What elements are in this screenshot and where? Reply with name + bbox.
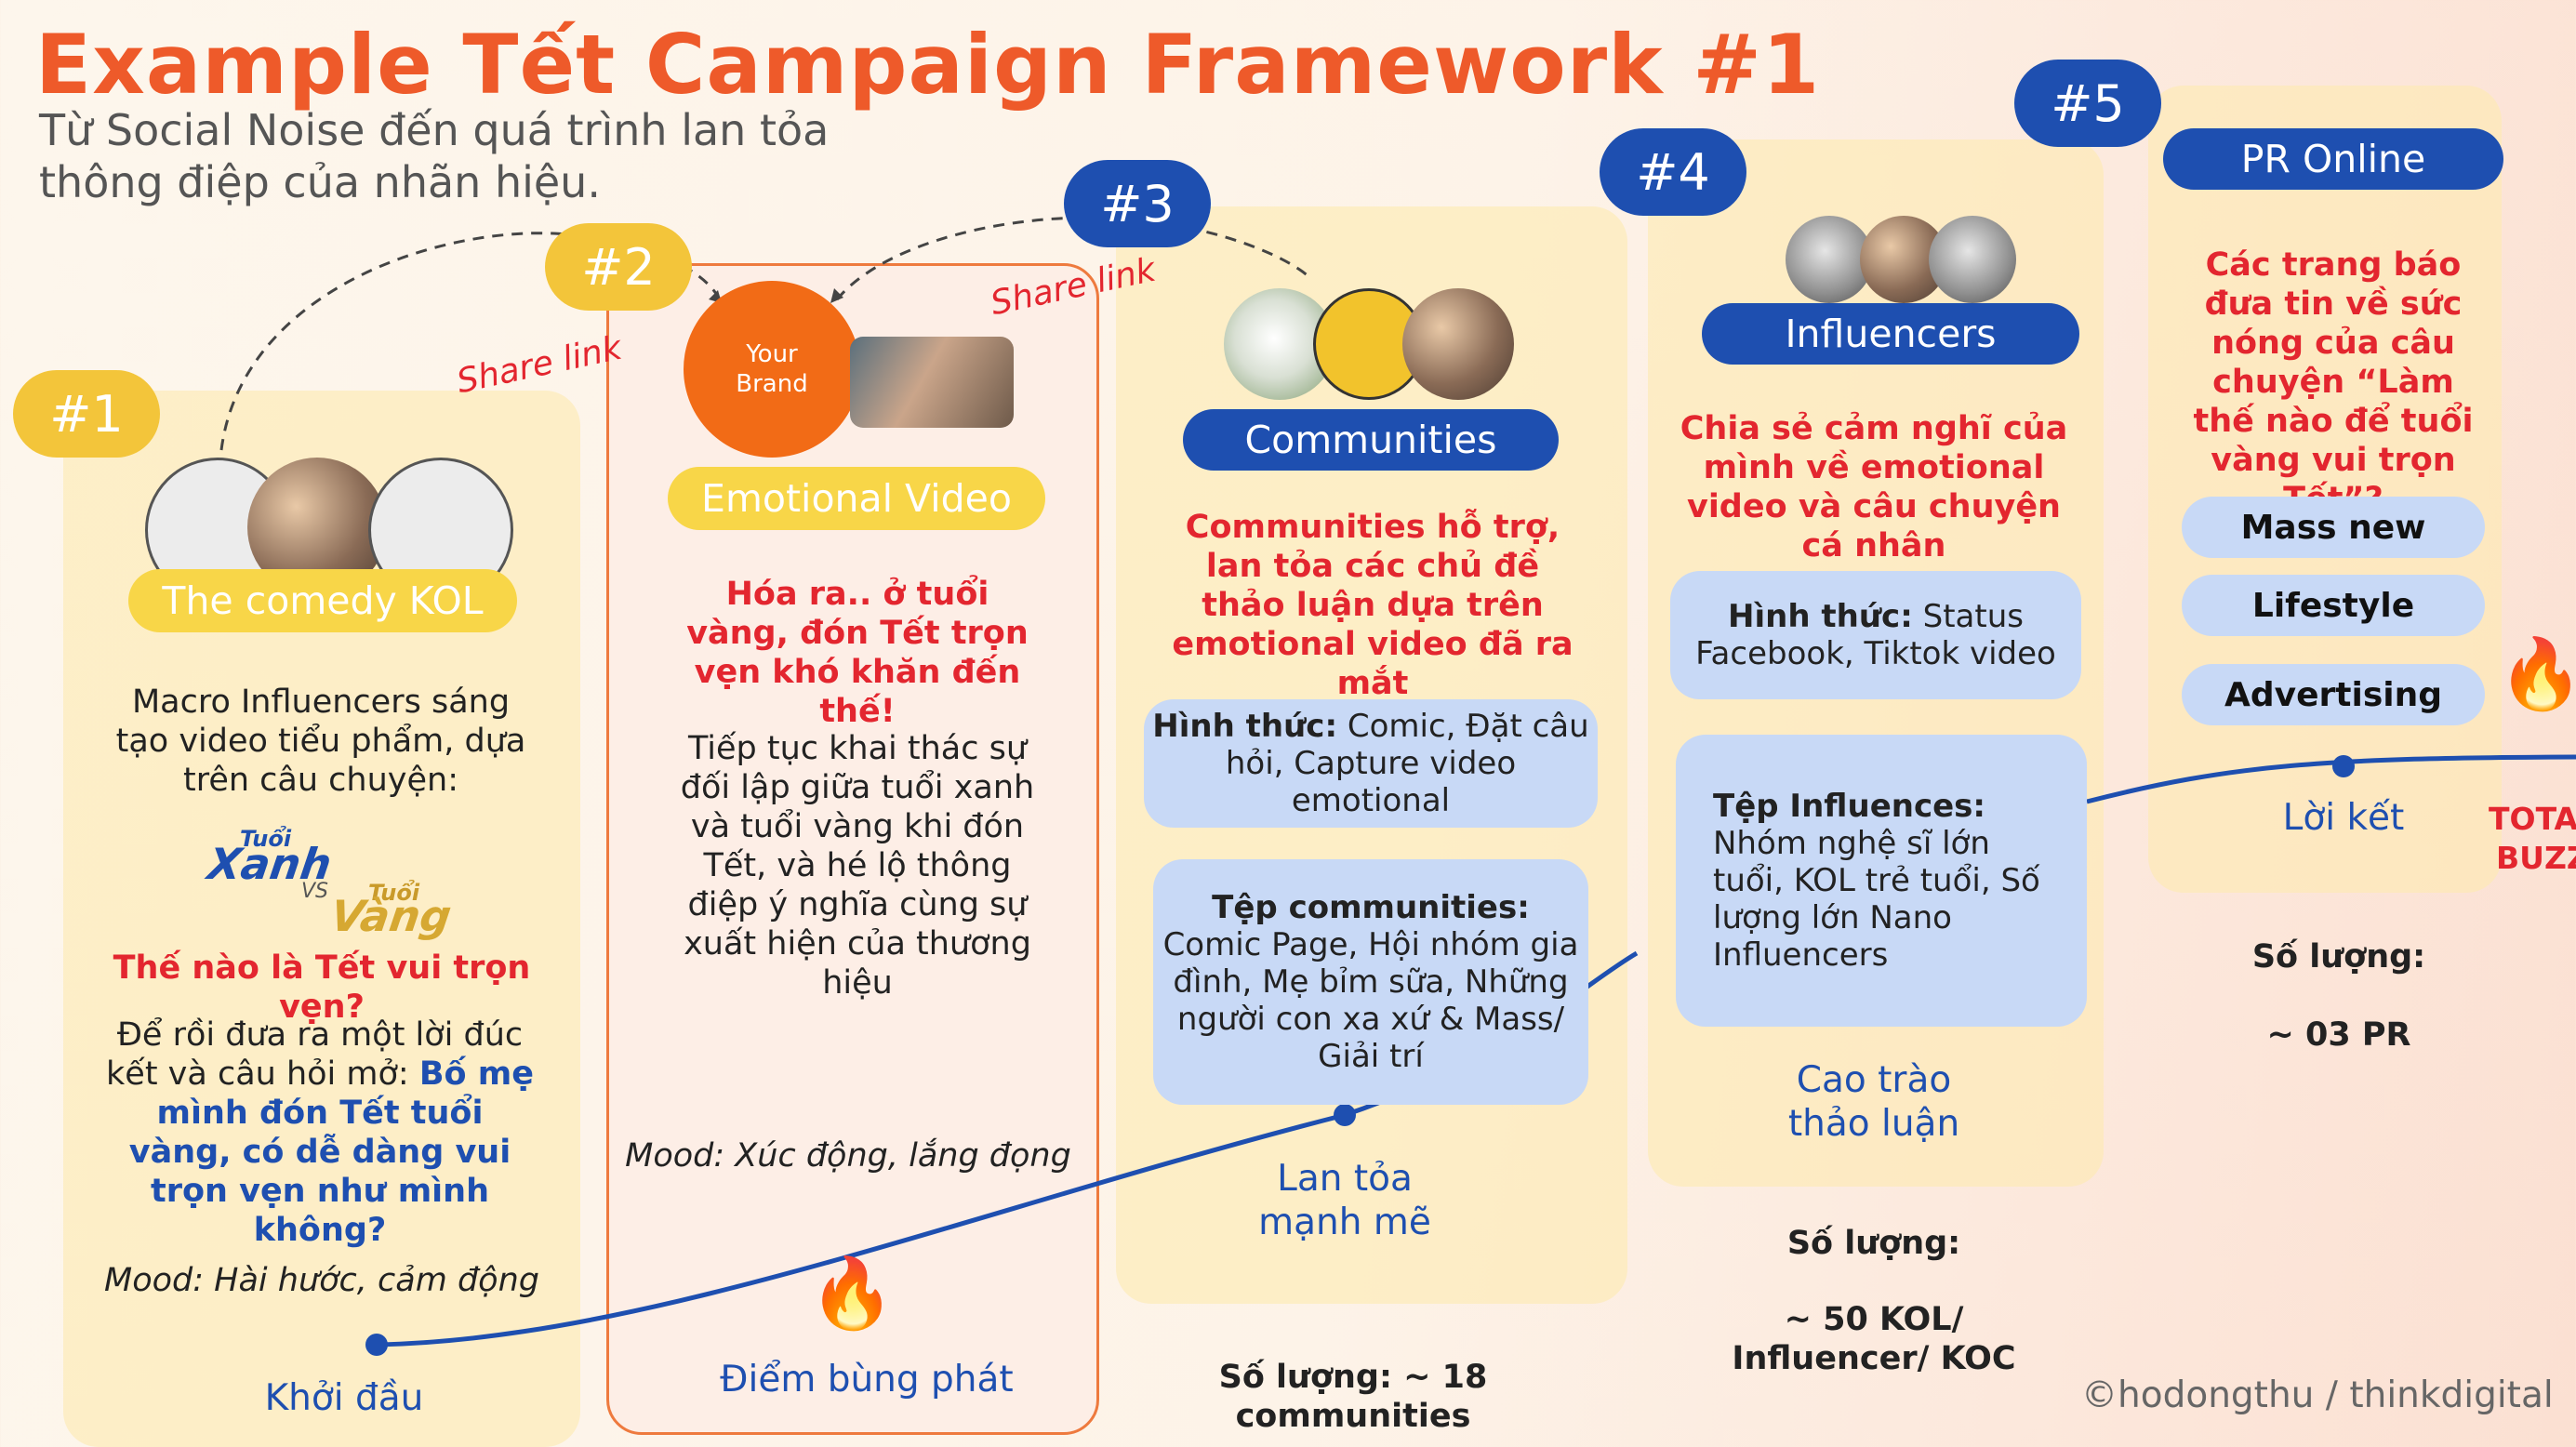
step-1-body: Để rồi đưa ra một lời đúc kết và câu hỏi… [106,1016,534,1249]
step-1-label: The comedy KOL [128,569,517,632]
stage-dot-1 [365,1334,388,1356]
tuoi-xanh-vang-logo: Tuổi Xanh VS Tuổi Vàng [205,826,455,941]
step-2-mood: Mood: Xúc động, lắng đọng [625,1137,1071,1175]
step-2-label: Emotional Video [668,467,1045,530]
tag-mass-new: Mass new [2182,497,2485,558]
step-1-highlight: Thế nào là Tết vui trọn vẹn? [113,949,531,1026]
tag-lifestyle: Lifestyle [2182,575,2485,636]
fire-icon-right: 🔥 [2498,634,2576,714]
step-4-audience-box: Tệp Influences: Nhóm nghệ sĩ lớn tuổi, K… [1676,735,2087,1027]
page-title: Example Tết Campaign Framework #1 [35,17,1821,113]
step-3-audience-box: Tệp communities: Comic Page, Hội nhóm gi… [1153,859,1588,1105]
stage-dot-3 [1334,1104,1356,1126]
step-4-quantity-label: Số lượng: [1786,1225,1961,1262]
step-1-desc: Macro Influencers sáng tạo video tiểu ph… [115,684,526,799]
step-3-badge: #3 [1064,160,1211,247]
step-4-quantity-value: ~ 50 KOL/ Influencer/ KOC [1732,1301,2016,1377]
tag-advertising: Advertising [2182,664,2485,725]
stage-label-4: Cao trào thảo luận [1787,1059,1960,1145]
step-1-badge: #1 [13,370,160,458]
step-2-body: Tiếp tục khai thác sự đối lập giữa tuổi … [680,730,1035,1002]
stage-label-1: Khởi đầu [264,1377,424,1419]
page-subtitle: Từ Social Noise đến quá trình lan tỏa th… [39,105,830,207]
step-2-badge: #2 [545,223,692,311]
step-5-quantity-value: ~ 03 PR [2266,1016,2411,1054]
step-4-format-box: Hình thức: Status Facebook, Tiktok video [1670,571,2081,699]
stage-dot-5 [2332,755,2355,777]
step-3-quantity: Số lượng: ~ 18 communities [1218,1359,1488,1435]
step-4-badge: #4 [1600,128,1746,216]
total-buzz-label: TOTAL BUZZ [2489,801,2576,876]
step-5-highlight: Các trang báo đưa tin về sức nóng của câ… [2193,246,2474,518]
step-3-label: Communities [1183,409,1559,471]
step-1-mood: Mood: Hài hước, cảm động [104,1262,539,1299]
influencer-photo-3 [1929,216,2016,303]
step-3-format-box: Hình thức: Comic, Đặt câu hỏi, Capture v… [1144,699,1598,828]
step-3-highlight: Communities hỗ trợ, lan tỏa các chủ đề t… [1172,509,1573,702]
step-4-highlight: Chia sẻ cảm nghĩ của mình về emotional v… [1680,410,2068,564]
brand-label: Your Brand [736,340,808,398]
stage-label-3: Lan tỏa mạnh mẽ [1258,1158,1431,1243]
step-4-label: Influencers [1702,303,2079,365]
your-brand-circle: Your Brand [684,281,860,458]
credit: ©hodongthu / thinkdigital [2081,1374,2554,1416]
step-5-quantity-label: Số lượng: [2251,938,2426,976]
step-2-card [606,263,1099,1435]
emotional-video-thumbnail [850,337,1014,428]
fire-icon: 🔥 [809,1254,896,1334]
stage-label-2: Điểm bùng phát [720,1359,1014,1401]
step-5-badge: #5 [2014,60,2161,147]
step-2-highlight: Hóa ra.. ở tuổi vàng, đón Tết trọn vẹn k… [686,576,1029,730]
community-image-family [1402,288,1514,400]
stage-label-5: Lời kết [2282,797,2405,839]
influencer-photo-1 [1786,216,1873,303]
step-5-label: PR Online [2163,128,2503,190]
